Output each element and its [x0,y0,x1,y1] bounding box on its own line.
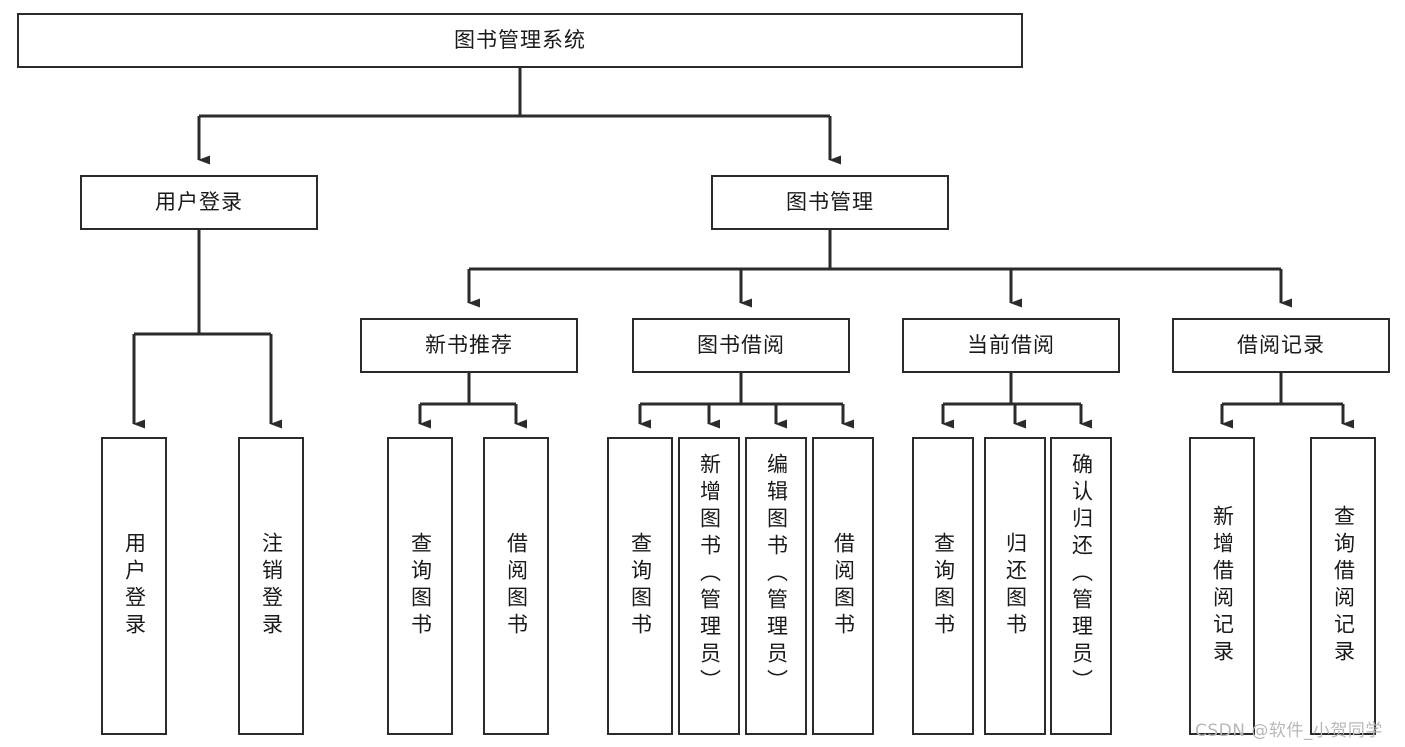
node-label: 用户登录 [122,532,147,640]
node-label: 图书管理系统 [454,27,586,52]
node-label: 编辑图书（管理员） [764,453,789,696]
node-label: 新书推荐 [425,332,513,357]
node-label: 借阅图书 [831,532,856,640]
connector-group-current-borrow [941,373,1092,429]
node-label: 借阅记录 [1237,332,1325,357]
node-leaf-query-book-recommend[interactable]: 查询图书 [387,437,453,735]
node-leaf-borrow-book[interactable]: 借阅图书 [812,437,874,735]
node-leaf-edit-book-admin[interactable]: 编辑图书（管理员） [745,437,807,735]
node-leaf-query-book-borrow[interactable]: 查询图书 [607,437,673,735]
node-label: 归还图书 [1003,532,1028,640]
node-new-book-recommend[interactable]: 新书推荐 [360,318,578,373]
connector-group-book-manage [467,230,1292,308]
node-leaf-confirm-return-admin[interactable]: 确认归还（管理员） [1050,437,1112,735]
node-leaf-add-book-admin[interactable]: 新增图书（管理员） [678,437,740,735]
node-current-borrow[interactable]: 当前借阅 [902,318,1120,373]
node-label: 注销登录 [259,532,284,640]
node-root-system[interactable]: 图书管理系统 [17,13,1023,68]
node-label: 新增借阅记录 [1210,505,1235,667]
connector-group-borrow-record [1220,373,1354,429]
node-label: 用户登录 [155,189,243,214]
csdn-watermark: CSDN @软件_小贺同学 [1195,721,1383,741]
node-book-borrow[interactable]: 图书借阅 [632,318,850,373]
node-label: 查询图书 [628,532,653,640]
node-leaf-query-book-current[interactable]: 查询图书 [912,437,974,735]
node-borrow-record[interactable]: 借阅记录 [1172,318,1390,373]
connector-group-new-book-rec [418,373,527,429]
node-book-manage[interactable]: 图书管理 [711,175,949,230]
node-label: 查询图书 [408,532,433,640]
connector-group-user-login [132,230,282,429]
node-leaf-add-borrow-record[interactable]: 新增借阅记录 [1189,437,1255,735]
node-leaf-query-borrow-record[interactable]: 查询借阅记录 [1310,437,1376,735]
connector-group-book-borrow [638,373,854,429]
node-label: 新增图书（管理员） [697,453,722,696]
node-label: 确认归还（管理员） [1069,453,1094,696]
node-label: 查询借阅记录 [1331,505,1356,667]
node-leaf-user-login[interactable]: 用户登录 [101,437,167,735]
connector-group-root [197,68,841,165]
node-label: 查询图书 [931,532,956,640]
node-label: 当前借阅 [967,332,1055,357]
node-leaf-borrow-book-recommend[interactable]: 借阅图书 [483,437,549,735]
node-label: 图书借阅 [697,332,785,357]
node-label: 借阅图书 [504,532,529,640]
node-leaf-return-book[interactable]: 归还图书 [984,437,1046,735]
node-leaf-user-logout[interactable]: 注销登录 [238,437,304,735]
node-user-login[interactable]: 用户登录 [80,175,318,230]
node-label: 图书管理 [786,189,874,214]
